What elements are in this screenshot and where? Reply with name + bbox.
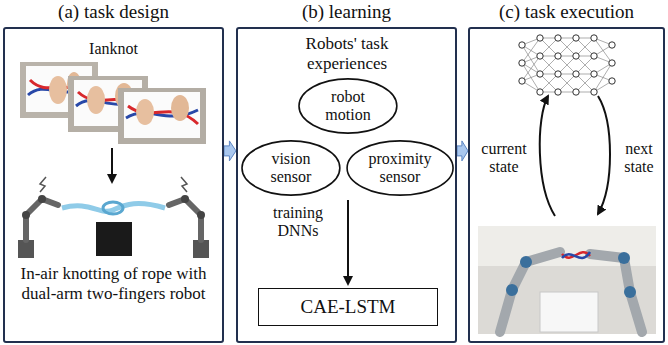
robot-illustration-part [181, 195, 189, 203]
robot-illustration-part [169, 199, 201, 240]
panel-text: Robots' task experiences [290, 34, 404, 73]
robot-illustration-part [26, 199, 58, 240]
robot-photo-part [624, 286, 636, 298]
neural-network-icon-part-part [591, 53, 597, 59]
neural-network-icon-part-part [555, 35, 561, 41]
neural-network-icon-part-part [591, 71, 597, 77]
panel-frame: (a) task designIanknotIn-air knotting of… [3, 0, 224, 343]
robot-illustration-part [96, 222, 132, 256]
ellipse-outline-part [242, 141, 340, 195]
sensor-label: proximity sensor [362, 150, 437, 185]
robot-illustration [18, 177, 209, 258]
cycle-arrow [598, 96, 610, 214]
neural-network-icon-part-part [609, 42, 615, 48]
neural-network-icon [519, 35, 615, 95]
robot-illustration-part [40, 177, 46, 192]
block-arrow [224, 141, 236, 161]
neural-network-icon-part-part [537, 53, 543, 59]
robot-photo-part [562, 252, 590, 257]
knot-photo-part [124, 92, 200, 138]
ellipse-outline-part [299, 79, 397, 133]
ellipse-outline-part [347, 141, 453, 195]
robot-illustration-part [181, 177, 187, 192]
neural-network-icon-part [522, 38, 612, 92]
flow-arrow [111, 148, 113, 182]
robot-illustration-part [62, 204, 165, 212]
neural-network-icon-part-part [555, 53, 561, 59]
training-arrow [347, 200, 349, 284]
panel-frame: (c) task execution current state next stat… [468, 0, 665, 343]
robot-photo-part [478, 226, 656, 334]
panel-heading: (b) learning [236, 1, 457, 23]
knot-photo-part [171, 95, 189, 121]
knot-photo-part [118, 88, 206, 144]
neural-network-icon-part-part [537, 71, 543, 77]
sensor-ellipse: vision sensor [241, 140, 341, 196]
knot-photo [118, 88, 206, 144]
neural-network-icon-part-part [573, 35, 579, 41]
neural-network-icon-part-part [555, 71, 561, 77]
neural-network-icon-part-part [519, 78, 525, 84]
panel-heading: (c) task execution [468, 1, 665, 23]
robot-photo-part [562, 252, 590, 258]
neural-network-icon-part-part [519, 60, 525, 66]
neural-network-icon-part-part [537, 89, 543, 95]
robot-photo-part [540, 292, 598, 332]
neural-network-icon-part-part [609, 60, 615, 66]
sensor-label: vision sensor [256, 150, 325, 185]
panel-text: Ianknot [3, 40, 224, 58]
model-box: CAE-LSTM [258, 288, 438, 326]
robot-photo-part [500, 252, 560, 332]
neural-network-icon-part [519, 35, 615, 95]
model-label: CAE-LSTM [301, 297, 396, 318]
robot-illustration-part [38, 195, 46, 203]
neural-network-icon-part-part [573, 89, 579, 95]
robot-photo-part [478, 226, 656, 266]
robot-photo-part [618, 252, 630, 264]
panel-text: In-air knotting of rope with dual-arm tw… [10, 264, 217, 303]
sensor-ellipse: proximity sensor [346, 140, 454, 196]
robot-illustration-part [103, 202, 123, 214]
neural-network-icon-part-part [573, 53, 579, 59]
panel-heading: (a) task design [3, 1, 224, 23]
knot-photo-part [49, 76, 67, 104]
panel-text: next state [614, 140, 664, 177]
neural-network-icon-part-part [519, 42, 525, 48]
neural-network-icon-part-part [591, 35, 597, 41]
neural-network-icon-part-part [555, 89, 561, 95]
cycle-arrow [540, 96, 555, 216]
block-arrow [457, 141, 468, 161]
robot-photo-part [590, 254, 642, 332]
panel-text: current state [472, 140, 536, 177]
neural-network-icon-part-part [609, 78, 615, 84]
neural-network-icon-part-part [573, 71, 579, 77]
panel-border [468, 27, 665, 343]
robot-photo-part [520, 256, 532, 268]
sensor-ellipse: robot motion [298, 78, 398, 134]
knot-photo-part [87, 86, 105, 114]
robot-photo [478, 226, 656, 334]
neural-network-icon-part-part [591, 89, 597, 95]
robot-illustration-part [22, 211, 30, 219]
sensor-label: robot motion [313, 88, 382, 123]
neural-network-icon-part-part [537, 35, 543, 41]
knot-photo-part [136, 99, 154, 125]
robot-photo-part [506, 284, 518, 296]
panel-text: training DNNs [258, 204, 338, 241]
robot-illustration-part [197, 211, 205, 219]
panel-frame: (b) learningRobots' task experiences trai… [236, 0, 457, 343]
